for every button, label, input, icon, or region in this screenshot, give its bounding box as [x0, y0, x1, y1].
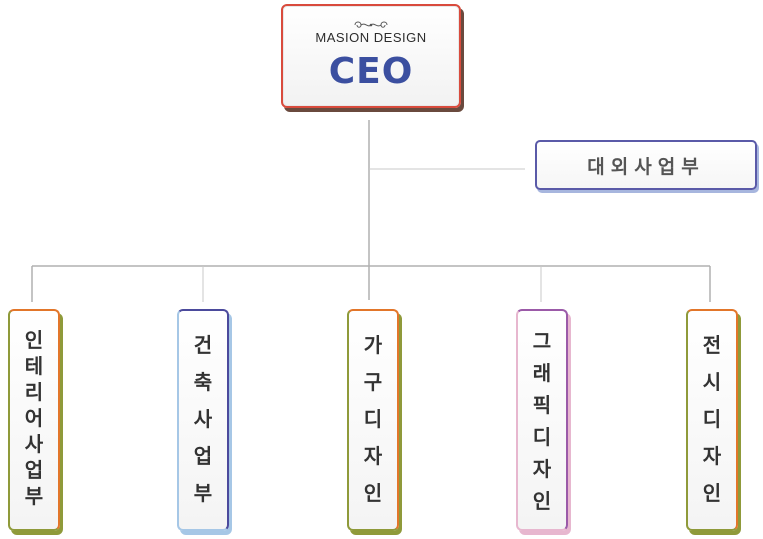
ceo-box: MASION DESIGN CEO — [281, 4, 461, 108]
department-box-exhibition: 전시디자인 — [686, 309, 738, 531]
ornament-icon — [283, 16, 459, 28]
department-label: 전시디자인 — [702, 333, 722, 505]
department-label: 건축사업부 — [193, 333, 213, 505]
company-name: MASION DESIGN — [315, 30, 427, 45]
department-label: 인테리어사업부 — [24, 328, 44, 508]
department-box-interior: 인테리어사업부 — [8, 309, 60, 531]
department-label: 그래픽디자인 — [532, 329, 552, 513]
external-affairs-box: 대외사업부 — [535, 140, 757, 190]
department-label: 가구디자인 — [363, 333, 383, 505]
ceo-title: CEO — [328, 51, 414, 92]
department-box-graphic: 그래픽디자인 — [516, 309, 568, 531]
department-box-architecture: 건축사업부 — [177, 309, 229, 531]
external-affairs-label: 대외사업부 — [587, 155, 705, 178]
department-box-furniture: 가구디자인 — [347, 309, 399, 531]
